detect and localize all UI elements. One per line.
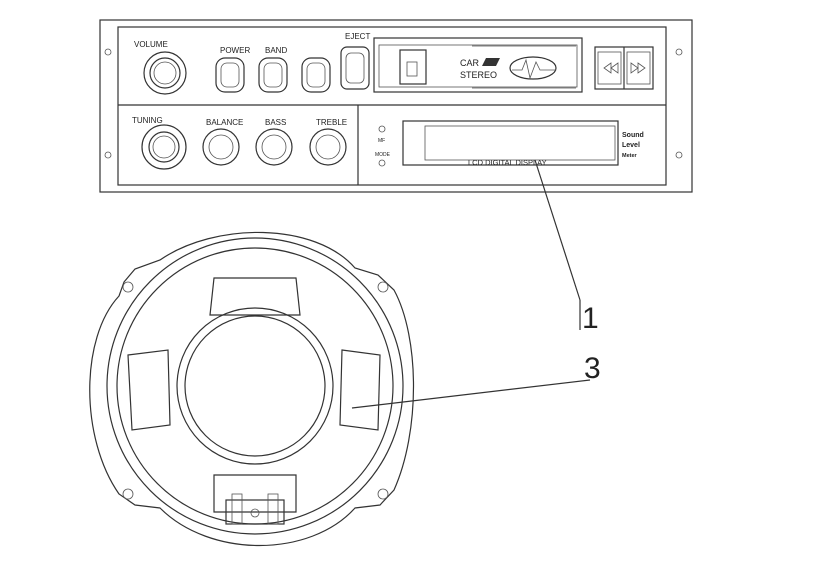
tuning-label: TUNING xyxy=(132,116,163,125)
speaker-window-top xyxy=(209,277,301,316)
callout-label-1: 1 xyxy=(582,302,599,335)
cassette-window xyxy=(399,49,427,85)
cassette-line2: STEREO xyxy=(460,70,497,80)
lcd-display xyxy=(402,120,619,166)
speaker-mount-hole xyxy=(377,488,389,500)
power-button[interactable] xyxy=(215,57,245,93)
mounting-hole xyxy=(675,48,683,56)
mounting-hole xyxy=(104,48,112,56)
cassette-reel xyxy=(406,61,418,77)
bass-knob[interactable] xyxy=(255,128,293,166)
terminal-connector xyxy=(225,493,285,525)
transport-buttons xyxy=(594,46,654,90)
mode-indicator xyxy=(378,159,386,167)
meter-label-line2: Level xyxy=(622,142,640,149)
speaker-cone-inner xyxy=(184,315,326,457)
car-radio-faceplate: VOLUME POWER BAND EJECT xyxy=(99,19,693,193)
power-label: POWER xyxy=(220,46,250,55)
eject-button[interactable] xyxy=(340,46,370,90)
speaker-rim-inner xyxy=(116,247,394,525)
band-label: BAND xyxy=(265,46,287,55)
leader-line-3 xyxy=(351,379,591,409)
brand-logo-icon xyxy=(482,56,557,80)
inner-panel xyxy=(117,26,667,186)
speaker-mount-hole xyxy=(377,281,389,293)
speaker-drawing xyxy=(89,231,415,547)
eject-label: EJECT xyxy=(345,32,370,41)
volume-knob[interactable] xyxy=(143,51,187,95)
speaker-mount-hole xyxy=(122,281,134,293)
balance-label: BALANCE xyxy=(206,118,243,127)
tuning-knob[interactable] xyxy=(141,124,187,170)
fast-forward-button[interactable] xyxy=(626,51,651,85)
mounting-hole xyxy=(104,151,112,159)
callout-1 xyxy=(534,159,581,330)
meter-label-line1: Sound xyxy=(622,132,644,139)
third-button[interactable] xyxy=(301,57,331,93)
treble-label: TREBLE xyxy=(316,118,347,127)
callout-label-3: 3 xyxy=(584,352,601,385)
speaker-frame xyxy=(89,231,415,547)
cassette-line1: CAR xyxy=(460,58,480,68)
outer-frame xyxy=(99,19,693,193)
mf-label: MF xyxy=(378,138,385,144)
callout-3 xyxy=(351,379,591,409)
rewind-button[interactable] xyxy=(597,51,622,85)
speaker-window-left xyxy=(127,349,171,431)
speaker-cone-outer xyxy=(176,307,334,465)
fast-forward-icon xyxy=(630,62,646,74)
speaker-rim-outer xyxy=(106,237,404,535)
lcd-display-label: LCD DIGITAL DISPLAY xyxy=(468,158,547,167)
band-button[interactable] xyxy=(258,57,288,93)
speaker-window-right xyxy=(339,349,381,431)
speaker-window-bottom xyxy=(213,474,297,513)
mf-indicator xyxy=(378,125,386,133)
cassette-door[interactable] xyxy=(373,37,583,93)
volume-label: VOLUME xyxy=(134,40,168,49)
meter-label-line3: Meter xyxy=(622,153,638,159)
speaker-mount-hole xyxy=(122,488,134,500)
bass-label: BASS xyxy=(265,118,286,127)
treble-knob[interactable] xyxy=(309,128,347,166)
mode-label: MODE xyxy=(375,152,391,158)
balance-knob[interactable] xyxy=(202,128,240,166)
mounting-hole xyxy=(675,151,683,159)
rewind-icon xyxy=(603,62,619,74)
leader-line-1 xyxy=(534,159,581,301)
